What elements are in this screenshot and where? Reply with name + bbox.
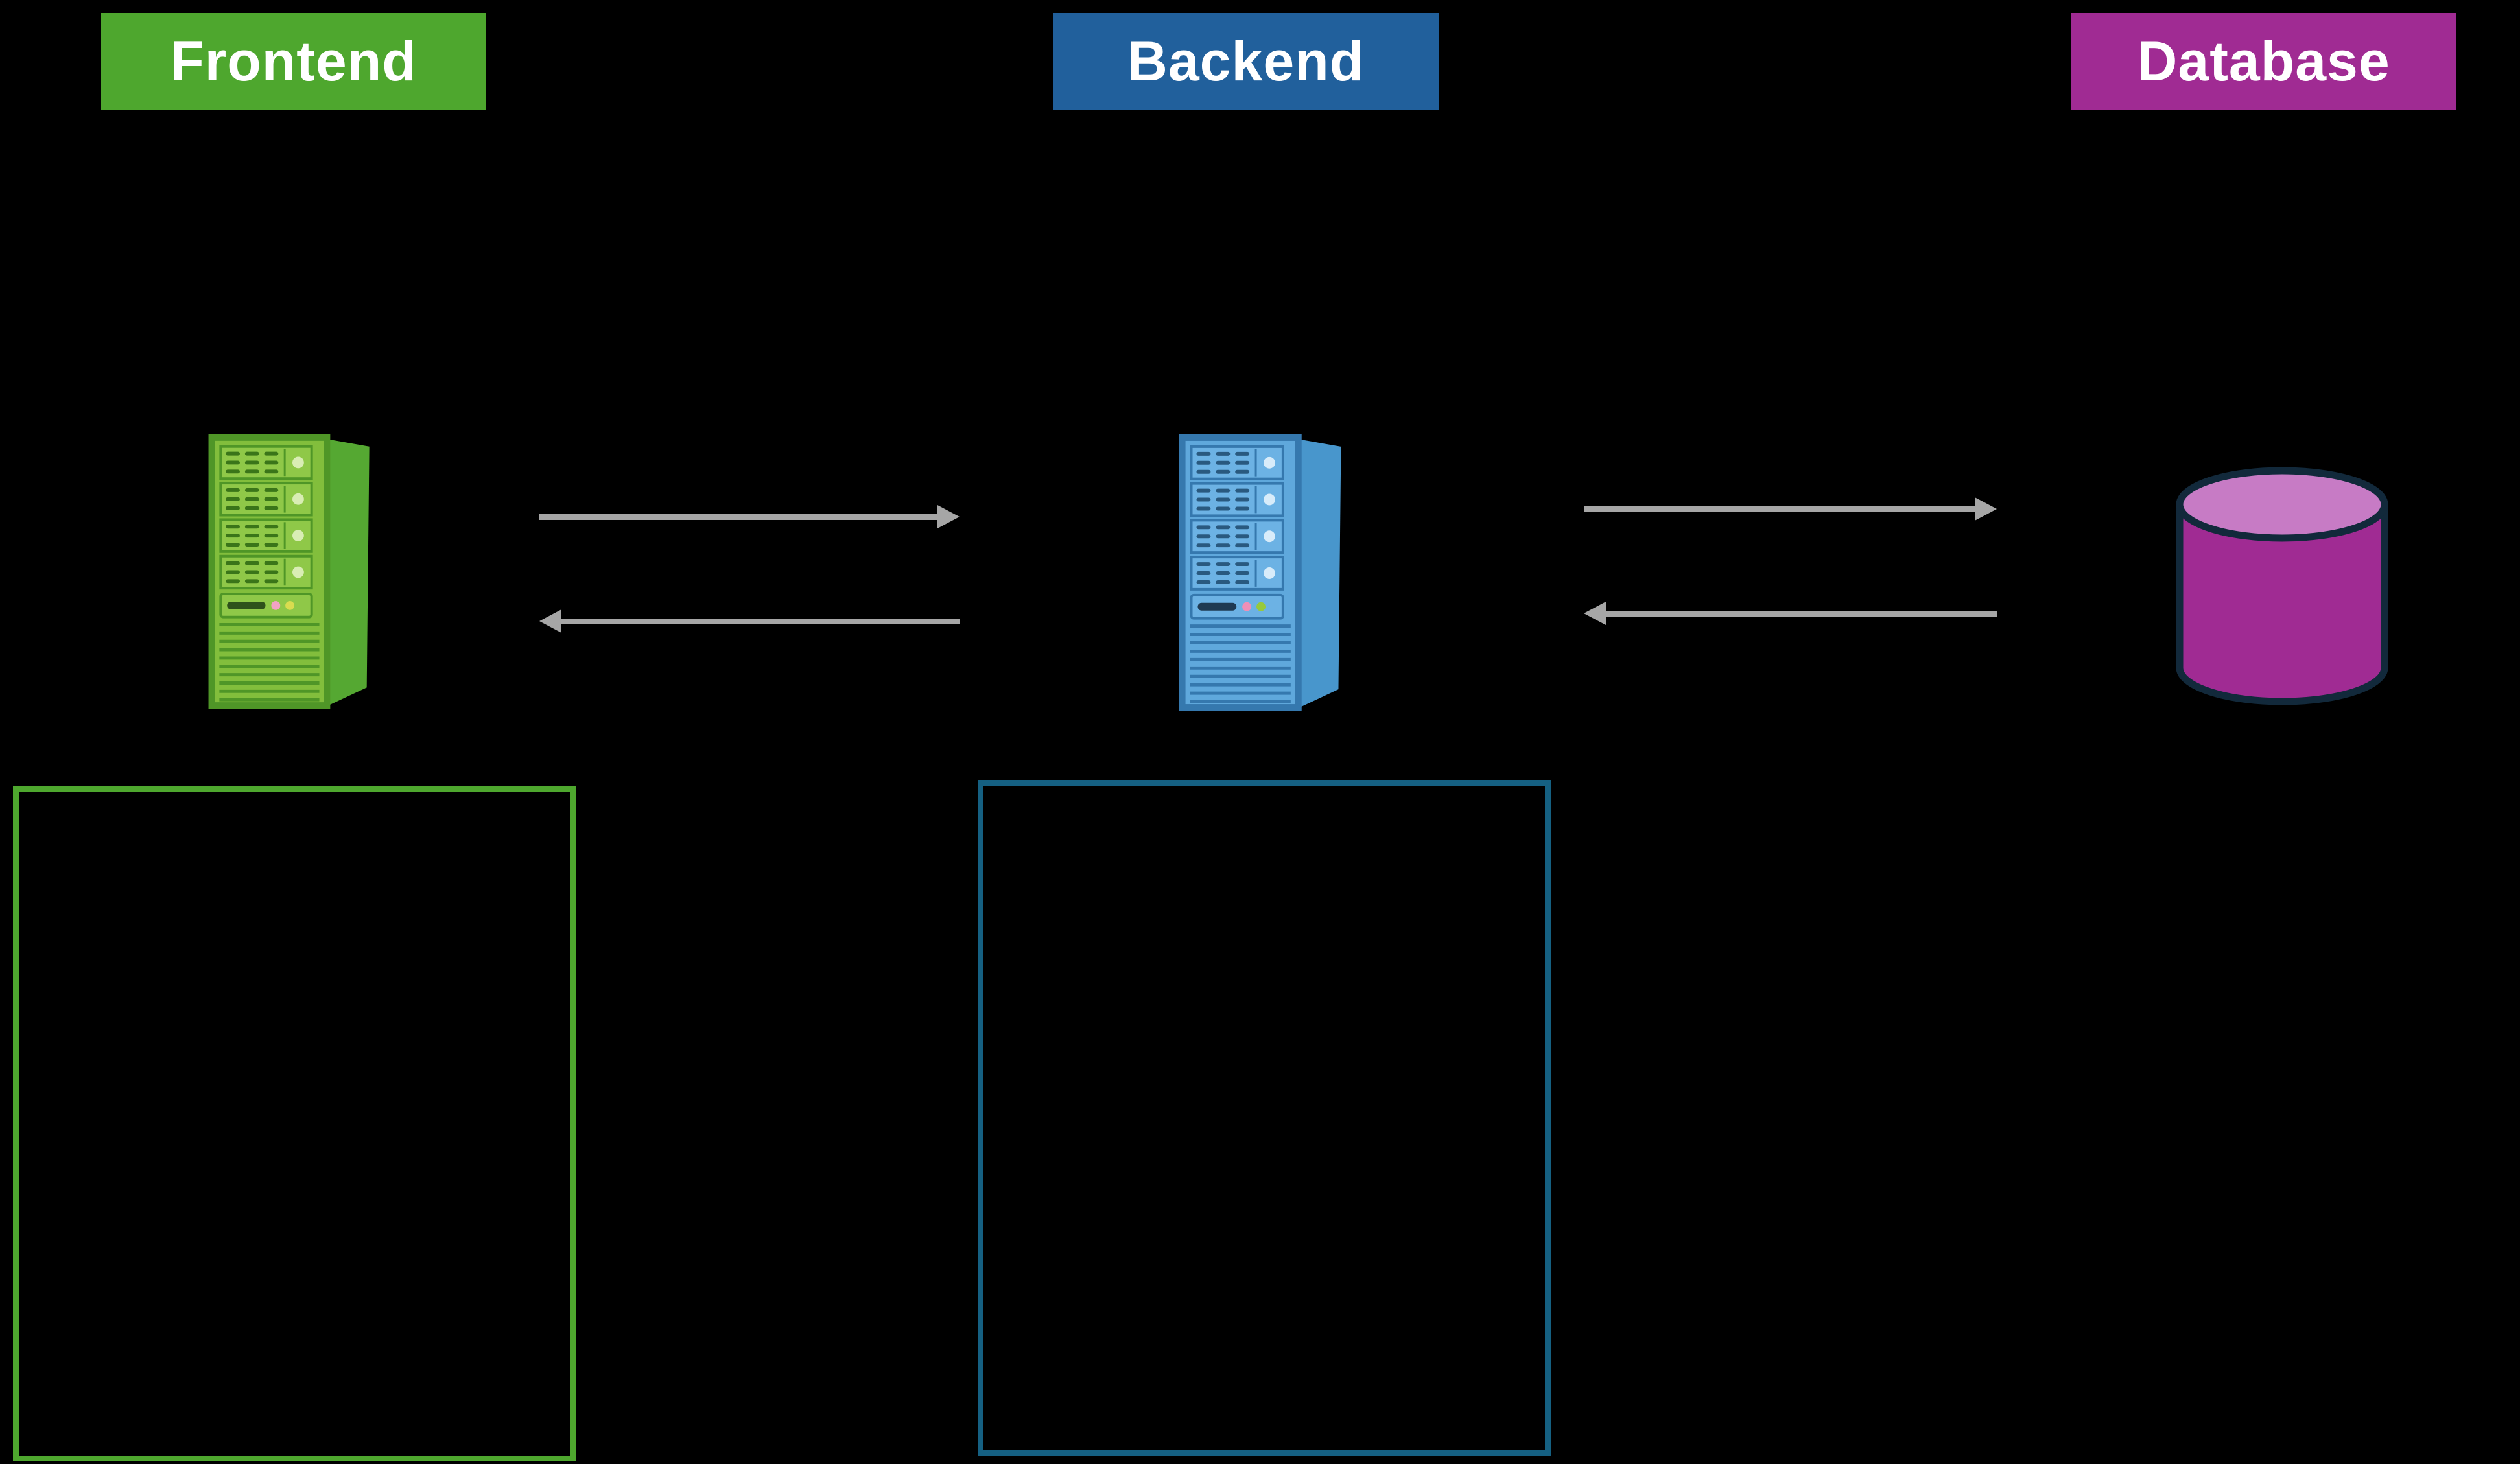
frontend-server-icon	[206, 432, 381, 709]
arrow-shaft	[1584, 506, 1975, 512]
arrow-left-head-icon	[539, 609, 561, 633]
arrow-frontend-to-backend	[539, 505, 960, 528]
database-header: Database	[2071, 13, 2456, 110]
database-cylinder-icon	[2172, 463, 2392, 712]
server-tower-green-icon	[208, 434, 370, 709]
arrow-database-to-backend	[1584, 602, 1997, 625]
arrow-shaft	[1606, 610, 1997, 617]
server-tower-blue-icon	[1179, 434, 1341, 711]
frontend-detail-panel	[13, 786, 576, 1461]
arrow-right-head-icon	[1975, 497, 1997, 521]
backend-server-icon	[1177, 432, 1353, 711]
database-cylinder-svg	[2176, 467, 2388, 705]
arrow-backend-to-database	[1584, 497, 1997, 521]
frontend-header-label: Frontend	[170, 30, 417, 93]
arrow-left-head-icon	[1584, 602, 1606, 625]
backend-detail-panel	[978, 780, 1551, 1456]
arrow-right-head-icon	[937, 505, 960, 528]
arrow-backend-to-frontend	[539, 609, 960, 633]
arrow-shaft	[561, 618, 960, 624]
arrow-shaft	[539, 514, 937, 520]
database-header-label: Database	[2137, 30, 2390, 93]
backend-header: Backend	[1053, 13, 1439, 110]
frontend-header: Frontend	[101, 13, 486, 110]
backend-header-label: Backend	[1127, 30, 1365, 93]
